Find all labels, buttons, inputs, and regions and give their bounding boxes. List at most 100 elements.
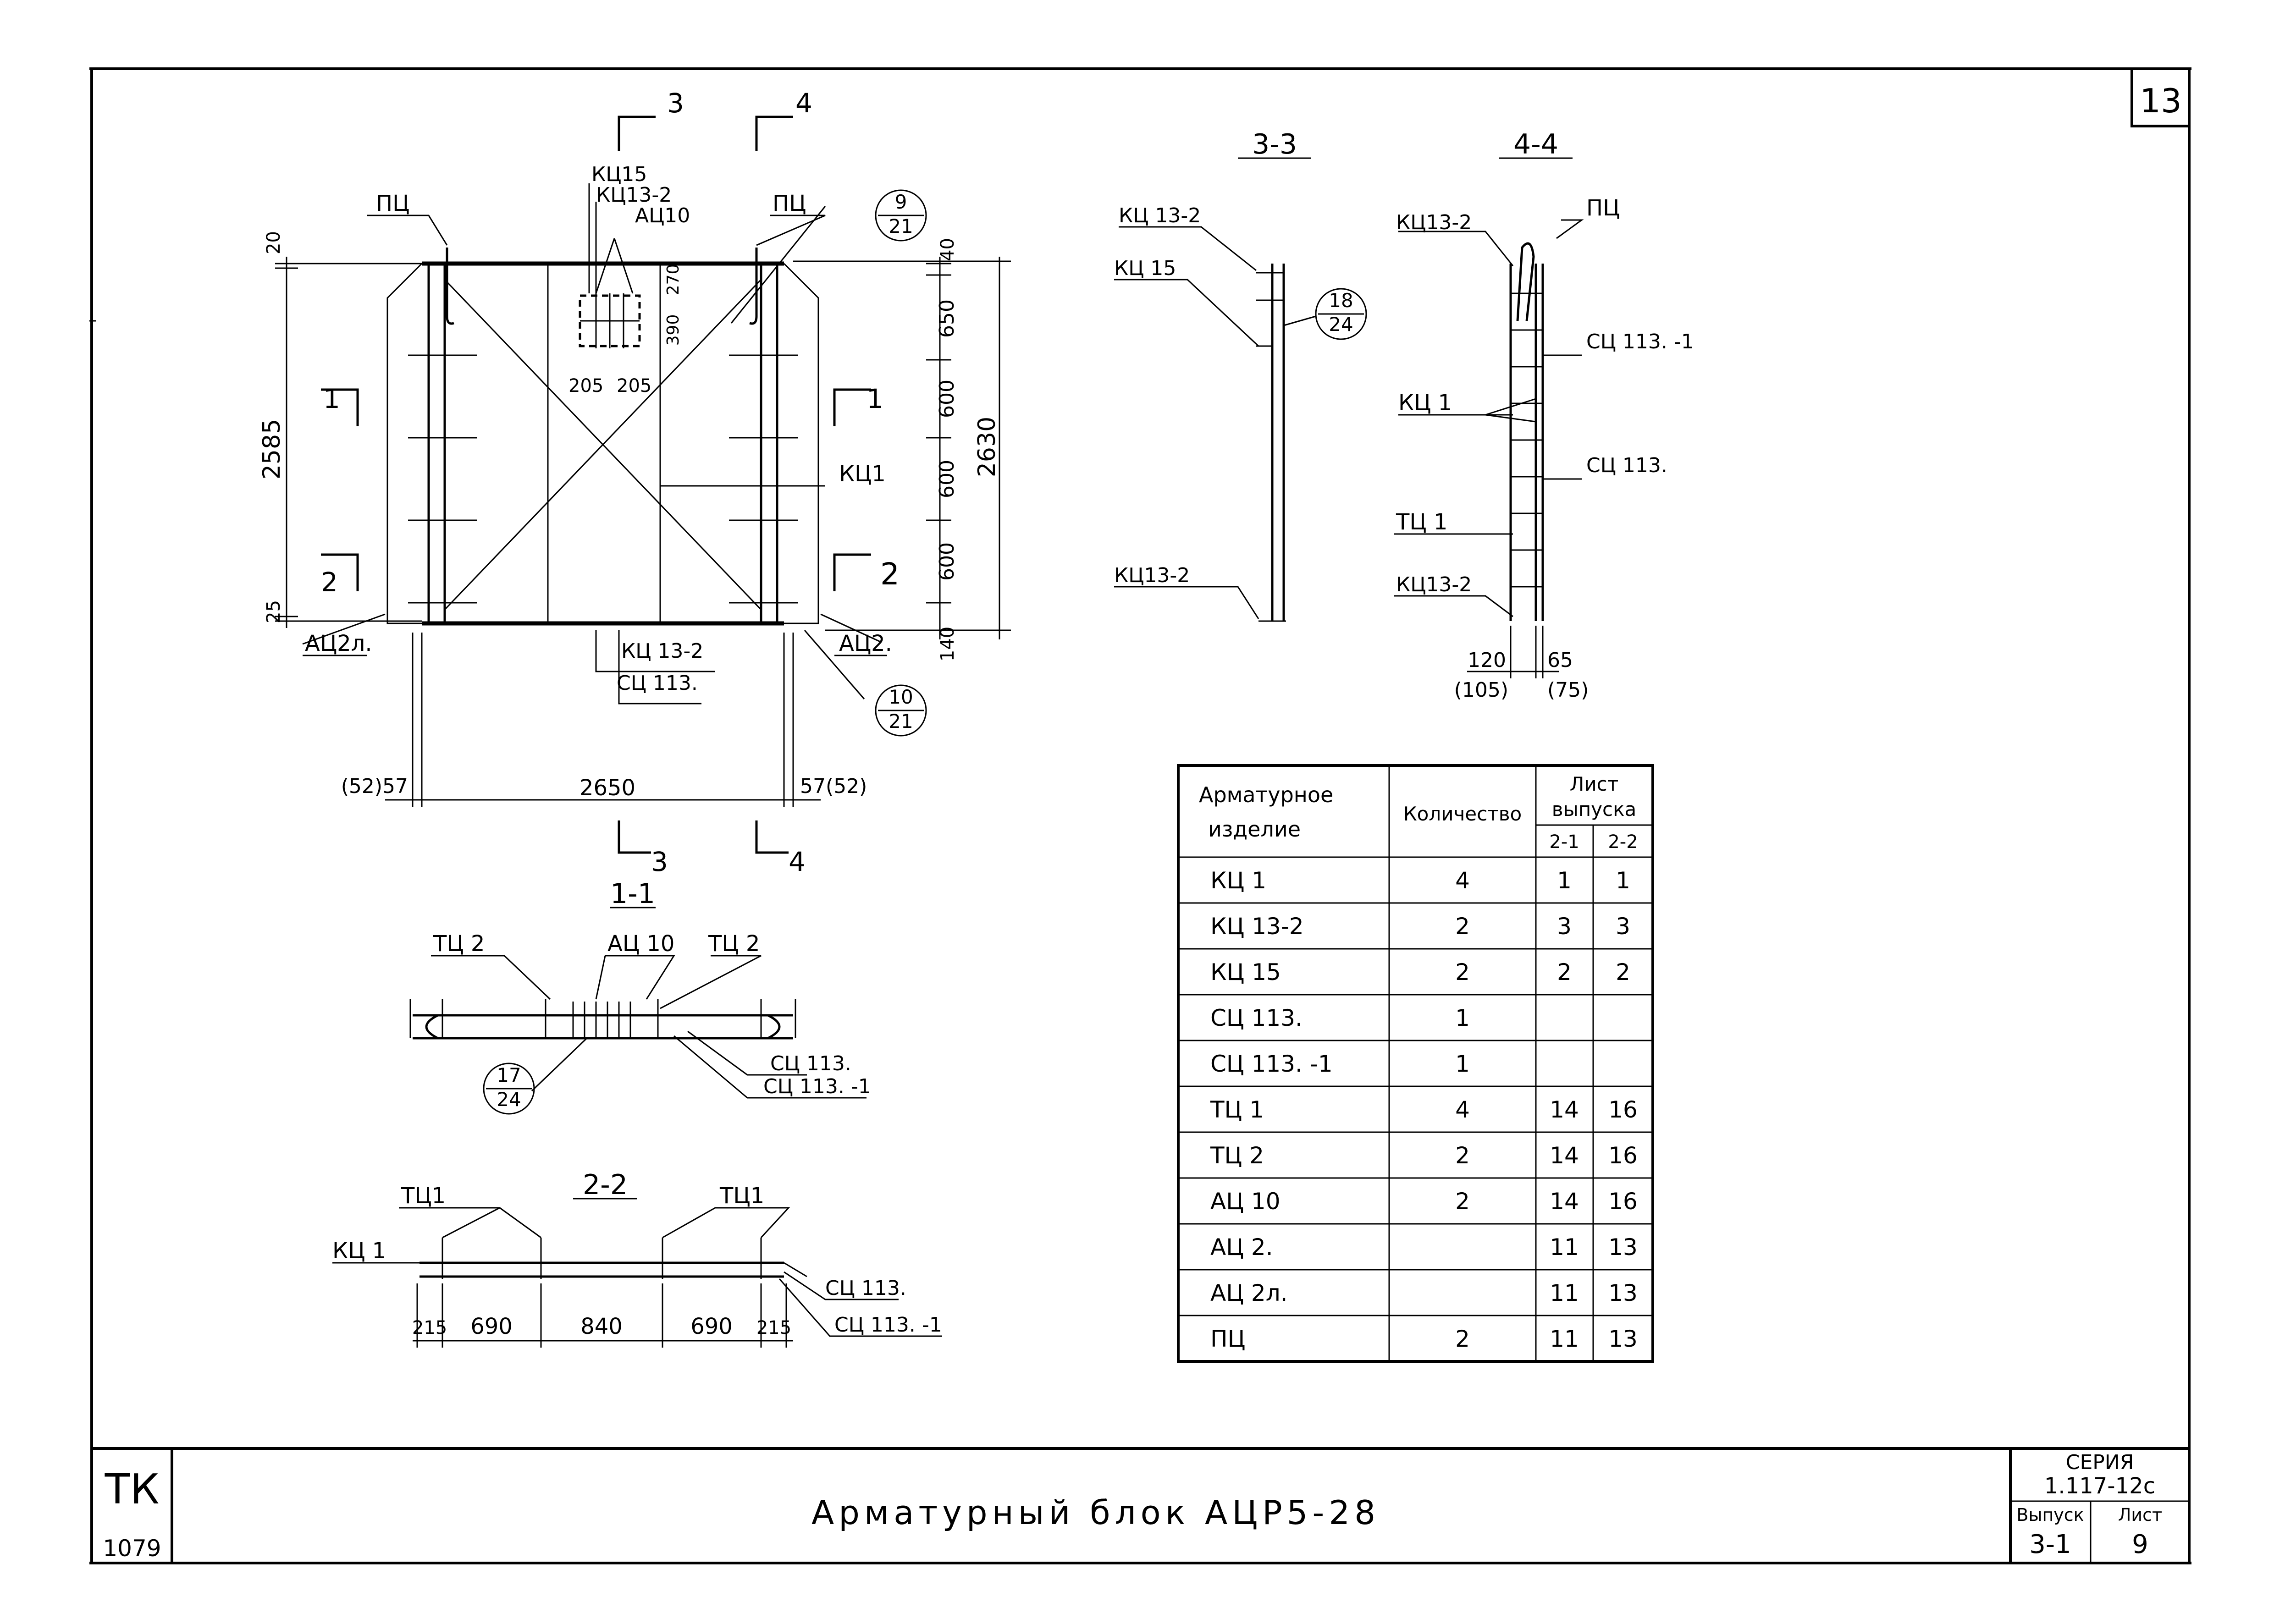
- plan-cut-2-right: 2: [880, 556, 900, 592]
- table-cell-qty: 4: [1455, 1096, 1470, 1123]
- plan-view: [275, 116, 1011, 854]
- plan-label-pc-left: ПЦ: [376, 191, 409, 216]
- sheet-frame: [89, 67, 2191, 1564]
- dim-25: 25: [263, 600, 284, 623]
- dim-600c: 600: [935, 542, 959, 581]
- table-cell-qty: 4: [1455, 867, 1470, 894]
- section-4-4-title: 4-4: [1513, 128, 1558, 160]
- table-cell-item: АЦ 2л.: [1210, 1280, 1288, 1306]
- plan-label-kc13-2-top: КЦ13-2: [596, 183, 672, 207]
- title-stamp-code: 1079: [103, 1535, 161, 1562]
- dim-2630: 2630: [973, 417, 1001, 477]
- issue-value: 3-1: [2029, 1530, 2071, 1559]
- dim-57-52: 57(52): [800, 775, 867, 798]
- table-cell-sheet-2-1: 1: [1557, 867, 1572, 894]
- series-value: 1.117-12с: [2044, 1473, 2155, 1499]
- table-sub-2-1: 2-1: [1549, 831, 1579, 853]
- plan-label-kc13-2-bottom: КЦ 13-2: [621, 639, 703, 663]
- s44-dim-120: 120: [1468, 649, 1506, 672]
- s33-label-kc15: КЦ 15: [1114, 257, 1176, 280]
- table-header-sheet-2: выпуска: [1552, 798, 1636, 820]
- s22-label-kc1: КЦ 1: [332, 1238, 386, 1264]
- schedule-table-grid: [1177, 764, 1654, 1363]
- table-cell-qty: 1: [1455, 1005, 1470, 1031]
- plan-callout-a-den: 21: [889, 215, 913, 237]
- s44-dim-65: 65: [1547, 649, 1573, 672]
- plan-cut-1-right: 1: [867, 383, 883, 414]
- s44-label-sc113-1: СЦ 113. -1: [1586, 330, 1694, 353]
- s11-callout-num: 17: [497, 1064, 521, 1086]
- table-cell-item: КЦ 1: [1210, 867, 1266, 894]
- table-cell-item: АЦ 10: [1210, 1188, 1281, 1215]
- dim-20: 20: [263, 231, 284, 254]
- table-cell-qty: 2: [1455, 1188, 1470, 1215]
- s44-dim-75: (75): [1547, 678, 1589, 702]
- table-cell-sheet-2-1: 14: [1550, 1096, 1579, 1123]
- section-2-2-title: 2-2: [583, 1169, 628, 1201]
- plan-cut-1-left: 1: [323, 383, 340, 414]
- dim-600a: 600: [935, 380, 959, 418]
- table-cell-sheet-2-1: 14: [1550, 1188, 1579, 1215]
- s22-dim-3: 840: [580, 1314, 623, 1339]
- table-cell-sheet-2-2: 13: [1608, 1326, 1638, 1352]
- plan-label-kc15: КЦ15: [591, 163, 647, 186]
- s11-label-ac10: АЦ 10: [607, 931, 674, 957]
- table-header-qty: Количество: [1403, 803, 1522, 825]
- plan-label-ac2l: АЦ2л.: [305, 631, 372, 656]
- table-cell-item: СЦ 113.: [1210, 1005, 1303, 1031]
- table-cell-item: КЦ 13-2: [1210, 913, 1304, 940]
- table-sub-2-2: 2-2: [1608, 831, 1638, 853]
- corner-sheet-number: 13: [2140, 82, 2182, 120]
- plan-label-ac10: АЦ10: [635, 204, 690, 227]
- table-cell-sheet-2-1: 11: [1550, 1280, 1579, 1306]
- table-cell-item: ТЦ 1: [1210, 1096, 1264, 1123]
- s22-label-tc1-right: ТЦ1: [719, 1183, 764, 1209]
- plan-cut-3-bottom: 3: [651, 846, 668, 877]
- table-cell-sheet-2-2: 16: [1608, 1142, 1638, 1169]
- sheet-value: 9: [2132, 1530, 2148, 1559]
- dim-2585: 2585: [258, 419, 286, 479]
- table-cell-item: АЦ 2.: [1210, 1234, 1273, 1261]
- table-cell-sheet-2-1: 3: [1557, 913, 1572, 940]
- table-cell-qty: 1: [1455, 1051, 1470, 1077]
- section-3-3: [1114, 157, 1367, 622]
- s44-label-sc113: СЦ 113.: [1586, 454, 1667, 477]
- s22-dim-2: 690: [470, 1314, 513, 1339]
- section-2-2: [332, 1198, 942, 1348]
- s11-label-sc113-1: СЦ 113. -1: [763, 1075, 871, 1098]
- s11-label-sc113: СЦ 113.: [770, 1052, 851, 1075]
- s44-label-kc13-2-top: КЦ13-2: [1396, 211, 1472, 234]
- s22-label-sc113: СЦ 113.: [825, 1277, 906, 1300]
- title-block: [92, 1447, 2189, 1563]
- s11-callout-den: 24: [497, 1088, 521, 1111]
- issue-label: Выпуск: [2016, 1505, 2084, 1525]
- dim-650: 650: [935, 299, 959, 338]
- section-1-1: [409, 907, 867, 1115]
- plan-callout-b-num: 10: [889, 686, 913, 708]
- s44-label-kc13-2-bottom: КЦ13-2: [1396, 573, 1472, 596]
- dim-140: 140: [937, 627, 958, 661]
- s22-label-sc113-1: СЦ 113. -1: [834, 1313, 942, 1337]
- plan-cut-4: 4: [795, 88, 812, 119]
- plan-label-sc113: СЦ 113.: [617, 672, 698, 695]
- table-cell-item: ПЦ: [1210, 1326, 1245, 1352]
- s11-label-tc2-left: ТЦ 2: [433, 931, 485, 957]
- table-cell-sheet-2-1: 2: [1557, 959, 1572, 985]
- plan-callout-b-den: 21: [889, 710, 913, 732]
- plan-cut-3: 3: [667, 88, 684, 119]
- table-cell-sheet-2-1: 11: [1550, 1234, 1579, 1261]
- plan-cut-4-bottom: 4: [789, 846, 806, 877]
- table-cell-sheet-2-2: 3: [1616, 913, 1630, 940]
- dim-390: 390: [664, 314, 683, 346]
- plan-label-kc1: КЦ1: [839, 461, 886, 487]
- table-cell-qty: 2: [1455, 1142, 1470, 1169]
- table-cell-qty: 2: [1455, 959, 1470, 985]
- s22-dim-4: 690: [690, 1314, 733, 1339]
- title-stamp: ТК: [105, 1465, 160, 1514]
- dim-40: 40: [937, 238, 958, 261]
- dim-205a: 205: [568, 375, 603, 396]
- s44-label-tc1: ТЦ 1: [1396, 509, 1447, 535]
- s11-label-tc2-right: ТЦ 2: [708, 931, 760, 957]
